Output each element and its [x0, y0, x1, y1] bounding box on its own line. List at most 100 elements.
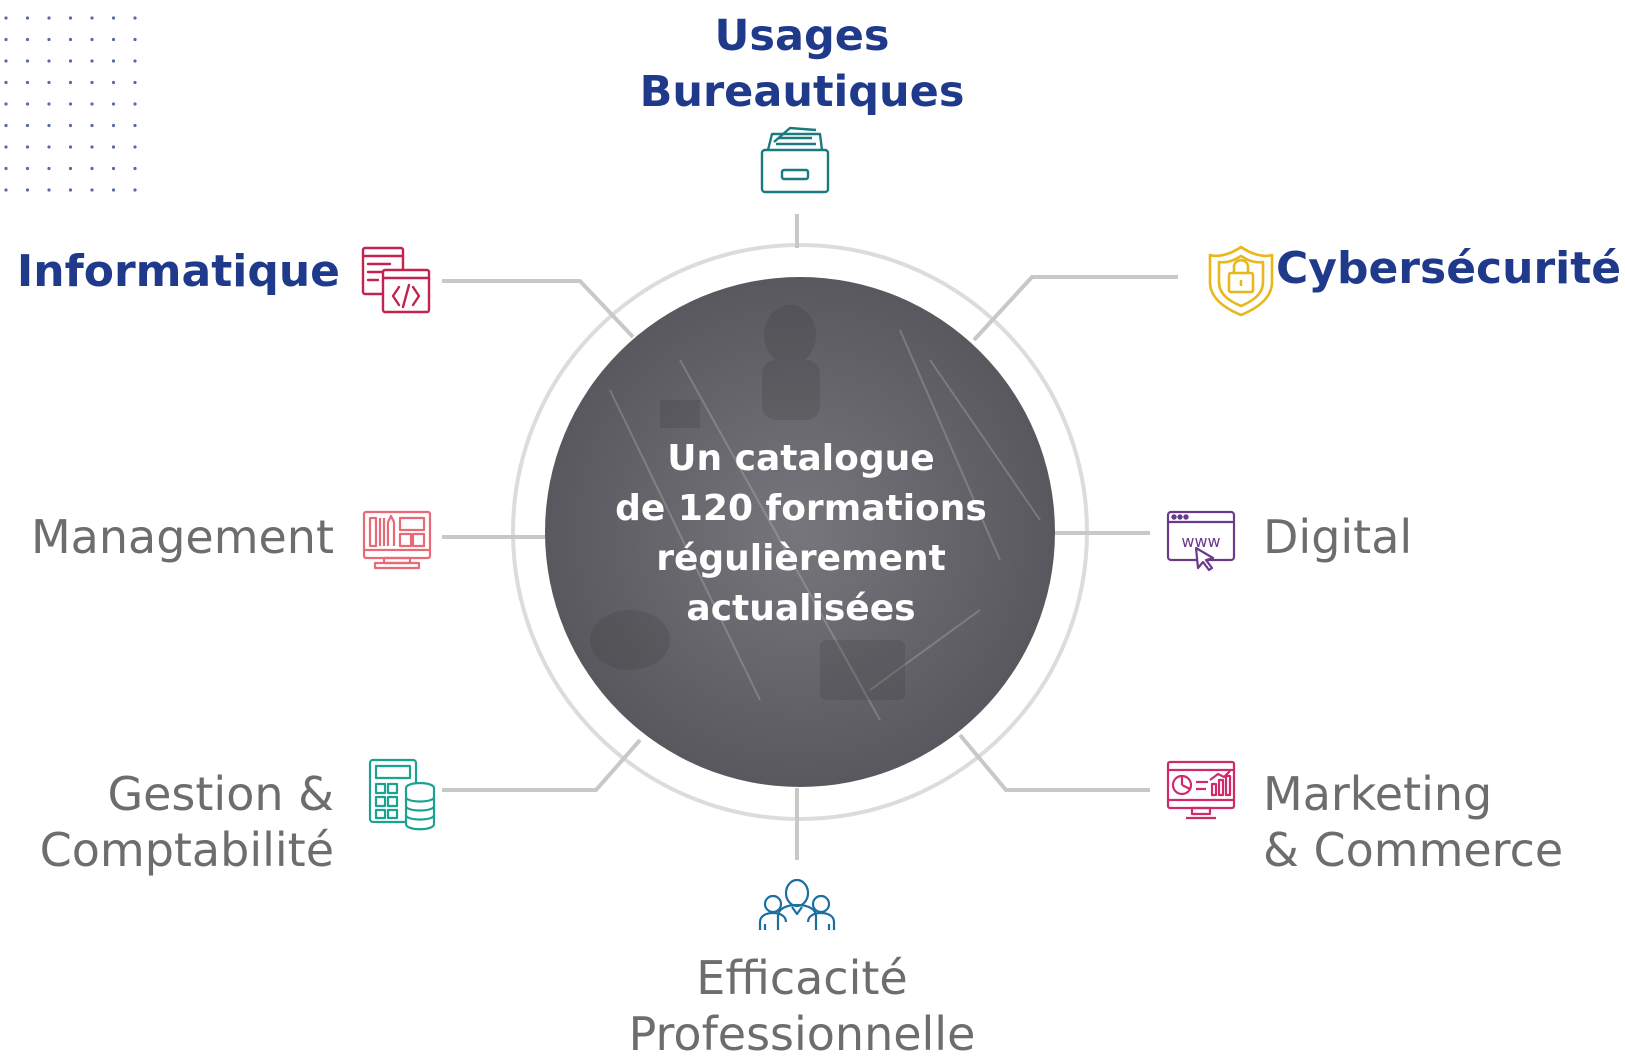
- decorative-dot: [111, 102, 116, 106]
- www-browser-icon: www: [1166, 510, 1236, 572]
- decorative-dot: [90, 37, 94, 42]
- decorative-dot: [133, 123, 137, 128]
- center-caption-line: régulièrement: [656, 538, 946, 579]
- decorative-dot: [47, 123, 51, 128]
- decorative-dot: [111, 123, 116, 128]
- decorative-dot: [4, 188, 8, 192]
- decorative-dot: [47, 102, 51, 106]
- decorative-dot: [111, 166, 116, 171]
- decorative-dot: [68, 145, 73, 149]
- decorative-dot: [25, 80, 30, 85]
- category-label-management: Management: [0, 510, 334, 565]
- decorative-dot: [68, 59, 73, 63]
- category-label-informatique: Informatique: [10, 246, 340, 299]
- decorative-dot: [90, 16, 94, 20]
- decorative-dot: [68, 37, 73, 42]
- label-line: & Commerce: [1263, 823, 1564, 877]
- center-caption-line: de 120 formations: [615, 488, 987, 529]
- center-caption-line: Un catalogue: [667, 438, 935, 479]
- label-line: Comptabilité: [39, 823, 334, 877]
- label-line: Informatique: [16, 246, 340, 297]
- decorative-dot: [133, 80, 137, 85]
- decorative-dot: [25, 37, 30, 42]
- decorative-dot: [133, 188, 137, 192]
- label-line: Professionnelle: [628, 1007, 976, 1061]
- label-line: Marketing: [1263, 767, 1493, 821]
- label-line: Usages: [714, 11, 890, 61]
- category-label-marketing-commerce: Marketing & Commerce: [1263, 766, 1618, 878]
- decorative-dot: [47, 166, 51, 171]
- decorative-dot: [25, 145, 30, 149]
- decorative-dot: [90, 59, 94, 63]
- connector-marketing: [958, 733, 1150, 792]
- decorative-dot: [90, 102, 94, 106]
- dashboard-monitor-icon: [362, 510, 432, 570]
- center-photo-circle: [545, 277, 1055, 787]
- decorative-dot: [4, 102, 8, 106]
- decorative-dot: [25, 102, 30, 106]
- center-caption-line: actualisées: [686, 588, 916, 629]
- decorative-dot: [47, 59, 51, 63]
- decorative-dot: [47, 80, 51, 85]
- decorative-dot: [133, 145, 137, 149]
- decorative-dot: [111, 188, 116, 192]
- decorative-dot: [68, 80, 73, 85]
- decorative-dot: [90, 80, 94, 85]
- analytics-monitor-icon: [1166, 760, 1236, 820]
- decorative-dot: [111, 16, 116, 20]
- center-caption: Un catalogue de 120 formations régulière…: [576, 434, 1026, 634]
- decorative-dot: [4, 16, 8, 20]
- decorative-dot: [68, 16, 73, 20]
- decorative-dot: [133, 102, 137, 106]
- decorative-dot: [111, 80, 116, 85]
- calculator-coins-icon: [368, 758, 436, 831]
- decorative-dot: [111, 37, 116, 42]
- decorative-dot: [4, 37, 8, 42]
- decorative-dot: [47, 145, 51, 149]
- label-line: Efficacité: [696, 951, 908, 1005]
- label-line: Cybersécurité: [1276, 243, 1622, 294]
- decorative-dot: [47, 188, 51, 192]
- connector-gestion: [442, 738, 642, 792]
- decorative-dot: [4, 145, 8, 149]
- label-line: Digital: [1263, 510, 1413, 564]
- file-cabinet-icon: [760, 126, 830, 194]
- connectors: [442, 214, 1178, 860]
- decorative-dot: [68, 166, 73, 171]
- decorative-dot: [68, 102, 73, 106]
- label-line: Bureautiques: [639, 67, 965, 117]
- decorative-dot: [47, 16, 51, 20]
- connector-informatique: [442, 279, 635, 339]
- category-label-gestion-comptabilite: Gestion & Comptabilité: [0, 766, 334, 878]
- decorative-dot: [25, 166, 30, 171]
- decorative-dot-grid: [4, 16, 137, 192]
- decorative-dot: [25, 59, 30, 63]
- shield-lock-icon: [1208, 245, 1274, 317]
- decorative-dot: [133, 37, 137, 42]
- decorative-dot: [133, 59, 137, 63]
- category-label-efficacite-professionnelle: Efficacité Professionnelle: [592, 950, 1012, 1062]
- team-icon: [758, 878, 836, 930]
- decorative-dot: [133, 16, 137, 20]
- svg-text:www: www: [1181, 532, 1220, 551]
- decorative-dot: [133, 166, 137, 171]
- category-label-cybersecurite: Cybersécurité: [1276, 243, 1622, 296]
- connector-cybersecurite: [972, 275, 1178, 342]
- label-line: Gestion &: [107, 767, 334, 821]
- decorative-dot: [25, 16, 30, 20]
- decorative-dot: [47, 37, 51, 42]
- label-line: Management: [30, 510, 334, 564]
- code-window-icon: [361, 246, 431, 314]
- decorative-dot: [4, 123, 8, 128]
- category-label-usages-bureautiques: Usages Bureautiques: [612, 8, 992, 120]
- decorative-dot: [68, 188, 73, 192]
- decorative-dot: [25, 123, 30, 128]
- decorative-dot: [90, 123, 94, 128]
- decorative-dot: [4, 166, 8, 171]
- category-label-digital: Digital: [1263, 510, 1563, 565]
- decorative-dot: [68, 123, 73, 128]
- decorative-dot: [111, 59, 116, 63]
- decorative-dot: [4, 59, 8, 63]
- decorative-dot: [90, 166, 94, 171]
